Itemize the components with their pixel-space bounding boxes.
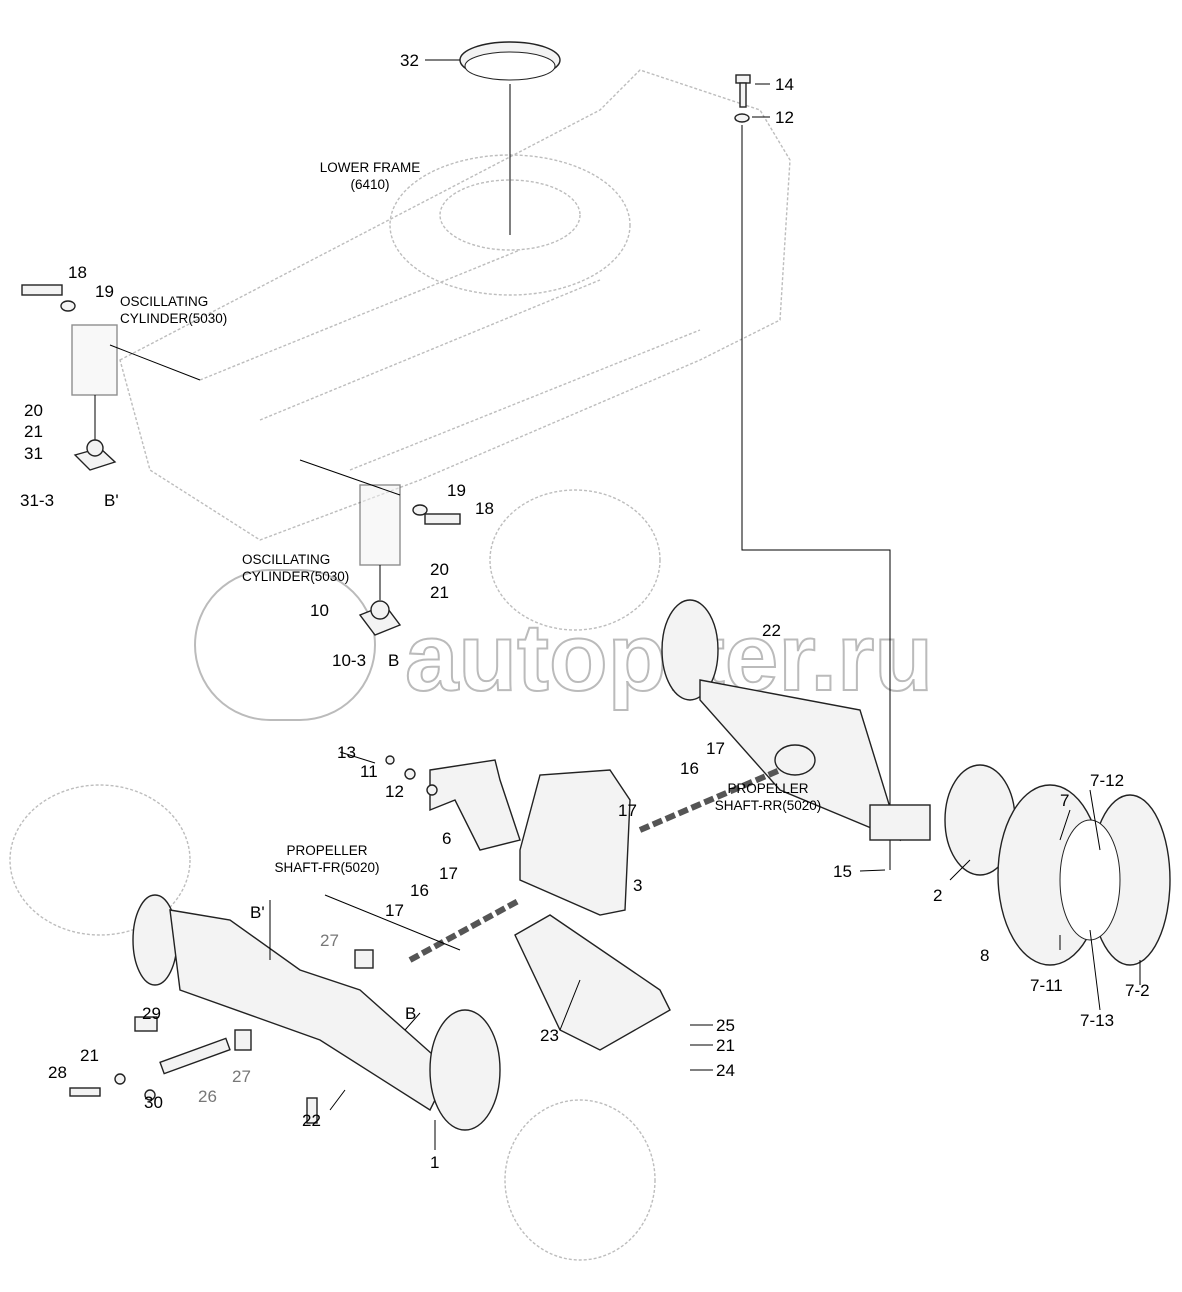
callout: 27 [232,1067,251,1086]
callout: B' [104,491,119,510]
front-axle-1 [69,894,501,1131]
svg-text:SHAFT-FR(5020): SHAFT-FR(5020) [274,860,379,875]
callout: 15 [833,862,852,881]
callout: B [388,651,399,670]
bracket-6 [385,755,521,851]
svg-text:OSCILLATING: OSCILLATING [120,294,208,309]
callout: 3 [633,876,642,895]
callout: 1 [430,1153,439,1172]
callout: 21 [80,1046,99,1065]
callout: 22 [762,621,781,640]
svg-text:CYLINDER(5030): CYLINDER(5030) [242,569,349,584]
callout: 23 [540,1026,559,1045]
callout: 7-13 [1080,1011,1114,1030]
callout: 19 [447,481,466,500]
callout: 20 [24,401,43,420]
annotation-oscillating-cylinder-center: OSCILLATING CYLINDER(5030) [242,552,349,584]
callout: B [405,1004,416,1023]
callout: 10-3 [332,651,366,670]
callout: 22 [302,1111,321,1130]
callout: 7-2 [1125,981,1150,1000]
callout: 31 [24,444,43,463]
callout: 11 [360,762,378,781]
oscillating-cylinder-center [299,459,461,636]
transmission-3 [519,769,631,916]
svg-text:SHAFT-RR(5020): SHAFT-RR(5020) [715,798,822,813]
svg-text:PROPELLER: PROPELLER [286,843,367,858]
annotation-propeller-shaft-fr: PROPELLER SHAFT-FR(5020) [274,843,379,875]
callout: 13 [337,743,356,762]
callout: 7 [1060,791,1069,810]
svg-text:LOWER FRAME: LOWER FRAME [320,160,421,175]
callout: 17 [706,739,725,758]
callout: 18 [475,499,494,518]
callout: 31-3 [20,491,54,510]
leader-lines [269,59,1141,1150]
callout: 19 [95,282,114,301]
callout: 24 [716,1061,735,1080]
svg-text:PROPELLER: PROPELLER [727,781,808,796]
svg-text:OSCILLATING: OSCILLATING [242,552,330,567]
callout: 16 [410,881,429,900]
callout: 17 [618,801,637,820]
oscillating-cylinder-left [21,284,201,471]
callout: 26 [198,1087,217,1106]
callout: 10 [310,601,329,620]
watermark: autopiter.ru [194,569,934,721]
callout: 32 [400,51,419,70]
annotation-oscillating-cylinder-left: OSCILLATING CYLINDER(5030) [120,294,227,326]
callout: 25 [716,1016,735,1035]
callout: 2 [933,886,942,905]
callout: 28 [48,1063,67,1082]
ghost-tires [9,489,661,1261]
rear-axle-2 [661,599,1016,876]
callout: 27 [320,931,339,950]
callout: 29 [142,1004,161,1023]
callout: 21 [430,583,449,602]
rear-wheel-7 [997,784,1171,966]
bolt-14 [734,74,891,870]
swing-bearing-ring-32 [459,41,561,235]
callout: 30 [144,1093,163,1112]
svg-text:(6410): (6410) [350,177,389,192]
callout: 17 [439,864,458,883]
lower-frame-outline [119,69,791,541]
propeller-shafts [324,767,782,963]
callout: 20 [430,560,449,579]
guard-23 [514,914,671,1051]
callout: 17 [385,901,404,920]
callout: 16 [680,759,699,778]
callout: 18 [68,263,87,282]
callout: 7-12 [1090,771,1124,790]
callout: 7-11 [1030,976,1063,995]
svg-text:CYLINDER(5030): CYLINDER(5030) [120,311,227,326]
callout: 6 [442,829,451,848]
annotation-propeller-shaft-rr: PROPELLER SHAFT-RR(5020) [715,781,822,813]
callout: 8 [980,946,989,965]
callout: 14 [775,75,794,94]
callouts: 32 14 12 18 19 20 21 31 31-3 B' 19 18 20… [20,51,1150,1172]
annotation-lower-frame: LOWER FRAME (6410) [320,160,421,192]
callout: B' [250,903,265,922]
callout: 21 [24,422,43,441]
callout: 12 [775,108,794,127]
callout: 12 [385,782,404,801]
callout: 21 [716,1036,735,1055]
